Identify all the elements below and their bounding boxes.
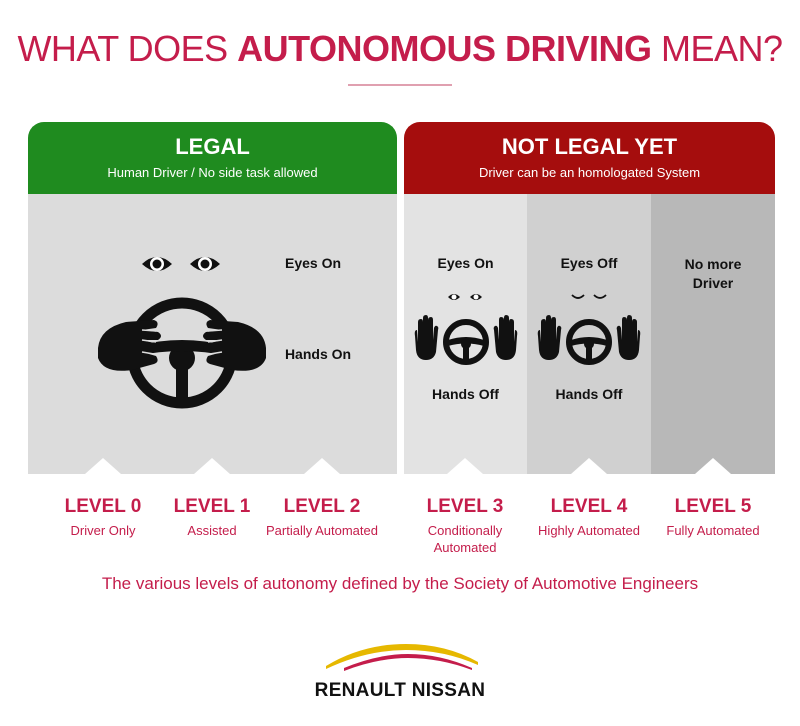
level5-pointer (695, 458, 731, 474)
level5-line1: No more (684, 256, 742, 272)
not-legal-subtitle: Driver can be an homologated System (478, 165, 701, 180)
level2-pointer (304, 458, 340, 474)
level5-line2: Driver (692, 275, 734, 291)
level-2: LEVEL 2 Partially Automated (260, 496, 384, 539)
level4-eyes-label: Eyes Off (560, 255, 618, 271)
eyes-open-small-icon (448, 294, 482, 300)
level-5: LEVEL 5 Fully Automated (651, 496, 775, 539)
hands-off-wheel-icon (414, 315, 518, 365)
level4-pointer (571, 458, 607, 474)
level-0: LEVEL 0 Driver Only (41, 496, 165, 539)
title-divider (348, 84, 452, 86)
level1-pointer (194, 458, 230, 474)
level0-pointer (85, 458, 121, 474)
eyes-closed-icon (571, 294, 607, 299)
level-4: LEVEL 4 Highly Automated (527, 496, 651, 539)
level-name: LEVEL 5 (674, 496, 752, 517)
title-suffix: MEAN? (651, 28, 783, 69)
eyes-open-icon (142, 257, 220, 271)
legal-panel-header: LEGAL Human Driver / No side task allowe… (28, 122, 397, 194)
not-legal-panel-header: NOT LEGAL YET Driver can be an homologat… (404, 122, 775, 194)
level-desc: Partially Automated (265, 523, 378, 538)
level5-column (651, 194, 775, 474)
level3-pointer (447, 458, 483, 474)
level5-no-driver-label: No more Driver (651, 255, 775, 293)
hands-on-wheel-icon (98, 297, 266, 409)
level-name: LEVEL 0 (64, 496, 142, 517)
level-name: LEVEL 1 (173, 496, 251, 517)
level-desc: Assisted (187, 523, 237, 538)
level-name: LEVEL 3 (426, 496, 504, 517)
level-desc: Fully Automated (666, 523, 760, 538)
title-prefix: WHAT DOES (17, 28, 238, 69)
not-legal-title: NOT LEGAL YET (501, 134, 678, 159)
level-desc: Conditionally Automated (403, 522, 527, 556)
level3-hands-label: Hands Off (432, 386, 499, 402)
level4-hands-label: Hands Off (555, 386, 623, 402)
level-1: LEVEL 1 Assisted (150, 496, 274, 539)
level-name: LEVEL 4 (550, 496, 628, 517)
brand-logo-icon (326, 644, 478, 671)
legal-hands-label: Hands On (284, 346, 352, 362)
hands-off-wheel-icon (537, 315, 641, 365)
caption: The various levels of autonomy defined b… (101, 574, 699, 593)
level-desc-line2: Automated (433, 540, 497, 555)
title-highlight: AUTONOMOUS DRIVING (237, 28, 652, 69)
legal-subtitle: Human Driver / No side task allowed (107, 165, 318, 180)
level-desc: Highly Automated (538, 523, 640, 538)
brand-name: RENAULT NISSAN (314, 680, 486, 701)
level-3: LEVEL 3 Conditionally Automated (403, 496, 527, 556)
page-title: WHAT DOES AUTONOMOUS DRIVING MEAN? (0, 28, 800, 70)
level-name: LEVEL 2 (283, 496, 361, 517)
level-desc: Driver Only (70, 523, 136, 538)
level-desc-line1: Conditionally (427, 523, 503, 538)
level3-eyes-label: Eyes On (437, 255, 494, 271)
legal-title: LEGAL (175, 134, 250, 159)
legal-eyes-label: Eyes On (284, 255, 342, 271)
